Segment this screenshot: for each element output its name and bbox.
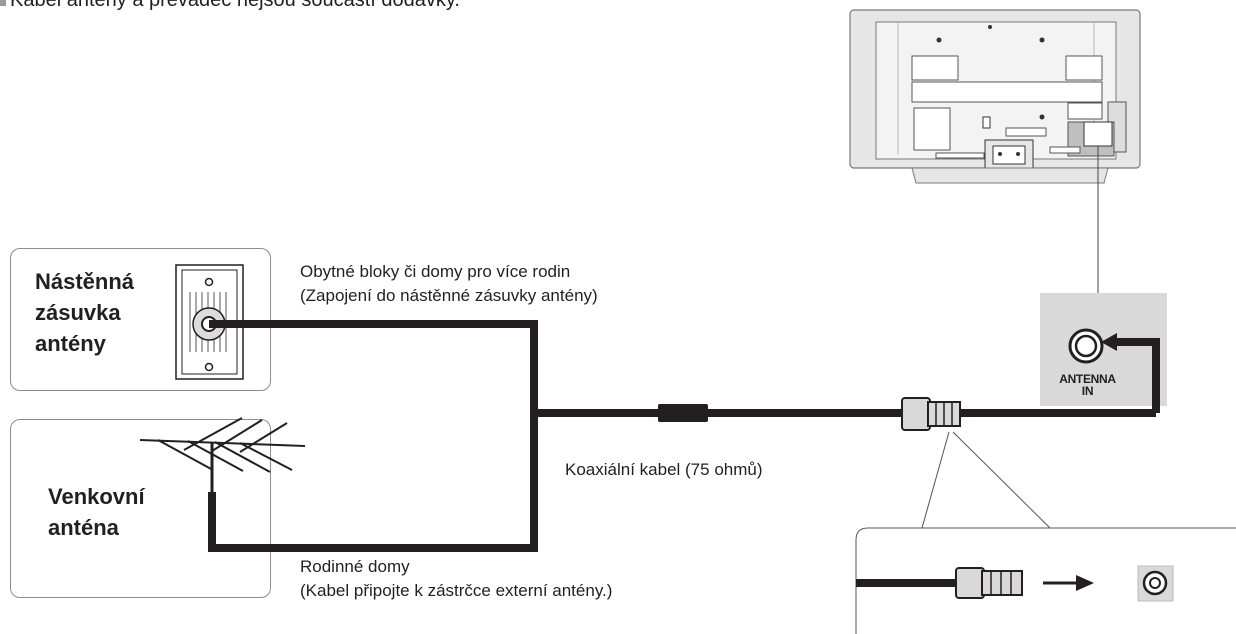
- antenna-in-port-icon: [1068, 328, 1104, 364]
- antenna-in-label: ANTENNA IN: [1059, 372, 1116, 398]
- antenna-in-panel: [1040, 293, 1167, 406]
- wall-outlet-label: Nástěnná zásuvka antény: [35, 269, 135, 356]
- note-text: Kabel antény a převaděc nejsou součástí …: [0, 0, 460, 12]
- outdoor-antenna-label: Venkovní anténa: [48, 484, 145, 540]
- coax-caption: Koaxiální kabel (75 ohmů): [565, 460, 763, 479]
- cable-lines: [208, 320, 1160, 552]
- outdoor-antenna-icon: [139, 417, 306, 492]
- note-label: Kabel antény a převaděc nejsou součástí …: [10, 0, 460, 11]
- callout-lines: [855, 431, 1236, 634]
- arrow-icon: [1076, 575, 1094, 591]
- inset-detail: [856, 565, 1174, 602]
- bullet-icon: [0, 0, 6, 6]
- cable-joint-icon: [658, 404, 708, 422]
- f-connector-plug-icon: [901, 397, 961, 431]
- port-arrow-icon: [1101, 333, 1117, 351]
- houses-caption: Rodinné domy (Kabel připojte k zástrčce …: [300, 557, 613, 600]
- apartments-caption: Obytné bloky či domy pro více rodin (Zap…: [300, 262, 598, 305]
- tv-back-icon: [849, 9, 1141, 293]
